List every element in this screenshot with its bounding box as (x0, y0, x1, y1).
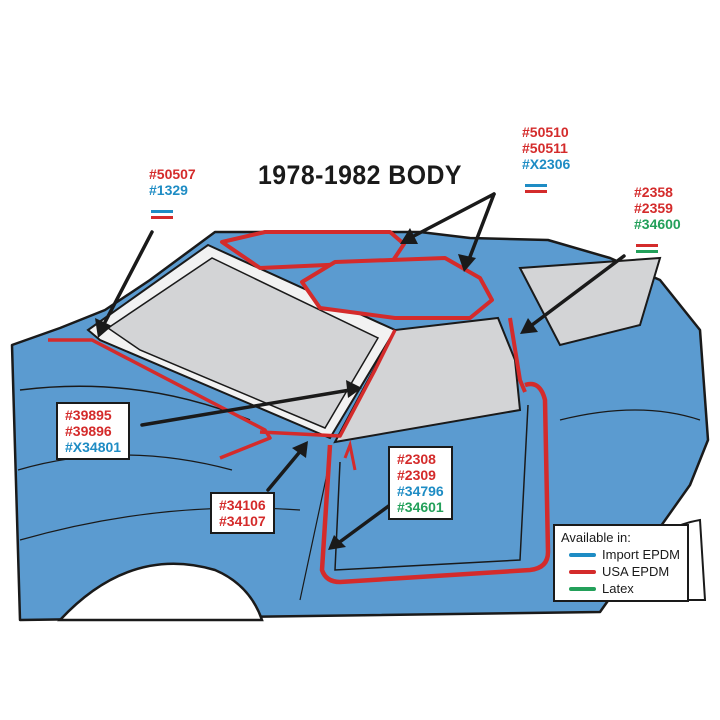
part-number: #2358 (634, 184, 673, 200)
callout-windshield: #39895 #39896 #X34801 (56, 402, 131, 460)
legend-item: Latex (561, 580, 681, 597)
windshield-seal (48, 338, 272, 460)
legend-label: USA EPDM (602, 564, 670, 579)
part-number: #X34801 (65, 439, 122, 455)
a-pillar-seal (259, 329, 397, 438)
part-number: #34107 (219, 513, 266, 529)
door-inner-seal (334, 404, 529, 571)
legend-item: Import EPDM (561, 546, 681, 563)
legend-label: Latex (602, 581, 634, 596)
door-seal (319, 381, 551, 585)
part-number: #1329 (149, 182, 188, 198)
color-swatch (151, 210, 173, 219)
color-swatch (525, 184, 547, 193)
callout-rear: #2358 #2359 #34600 (634, 184, 681, 232)
part-number: #50507 (149, 166, 196, 182)
legend-label: Import EPDM (602, 547, 681, 562)
part-number: #50510 (522, 124, 569, 140)
legend-box: Available in: Import EPDM USA EPDM Latex (553, 524, 689, 602)
rear-quarter-window (518, 256, 662, 347)
legend-line-import (569, 552, 596, 557)
part-number: #34601 (397, 499, 444, 515)
callout-door: #2308 #2309 #34796 #34601 (388, 446, 453, 520)
part-number: #2309 (397, 467, 436, 483)
legend-item: USA EPDM (561, 563, 681, 580)
part-number: #2359 (634, 200, 673, 216)
diagram-title: 1978-1982 BODY (258, 160, 462, 190)
arrow-heads (95, 228, 538, 550)
part-number: #39896 (65, 423, 112, 439)
callout-top-left: #50507 #1329 (149, 166, 196, 198)
part-number: #X2306 (522, 156, 571, 172)
door-vent-seal (343, 439, 357, 471)
callout-pillar: #34106 #34107 (210, 492, 275, 534)
callout-roof: #50510 #50511 #X2306 (522, 124, 570, 172)
part-number: #2308 (397, 451, 436, 467)
side-body-line (299, 409, 701, 601)
part-number: #50511 (522, 140, 568, 156)
color-swatch (636, 244, 658, 253)
roof-panel-rear (300, 256, 494, 320)
legend-line-usa (569, 569, 596, 574)
legend-line-latex (569, 586, 596, 591)
rear-pillar-seal (508, 317, 527, 393)
part-number: #34796 (397, 483, 444, 499)
part-number: #39895 (65, 407, 112, 423)
legend-title: Available in: (561, 530, 631, 545)
part-number: #34106 (219, 497, 266, 513)
front-wheel-arch (57, 562, 264, 622)
pointer-arrows (100, 192, 626, 546)
part-number: #34600 (634, 216, 681, 232)
